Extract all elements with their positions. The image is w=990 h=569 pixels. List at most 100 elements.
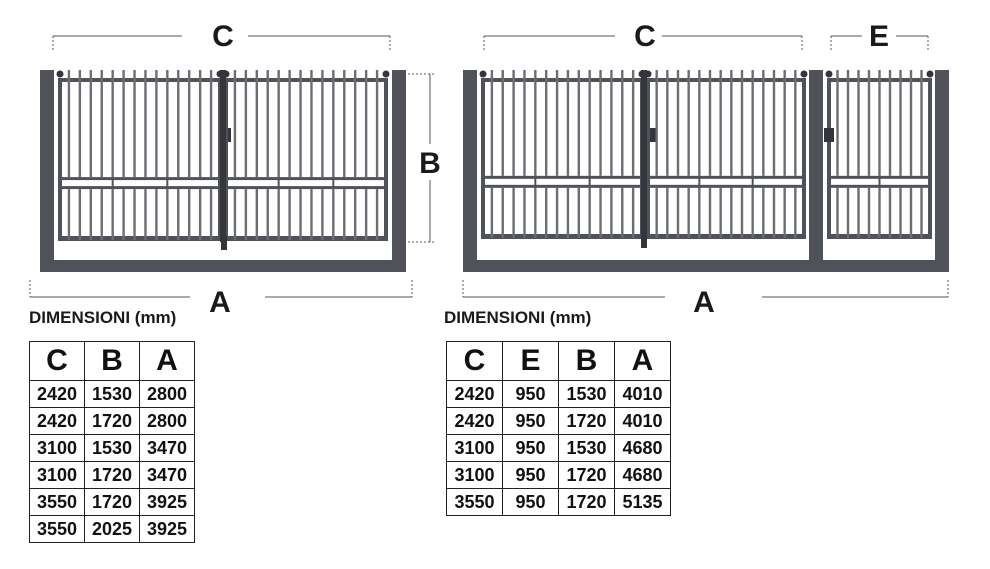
band-divider	[166, 177, 169, 190]
label-b: B	[419, 147, 441, 180]
leaf-stile	[58, 78, 62, 240]
band-divider	[588, 175, 591, 188]
finial	[800, 70, 808, 78]
post-right-gate-left	[463, 70, 477, 272]
leaf-bar	[512, 70, 515, 176]
dimension-a-left: A	[29, 280, 413, 319]
leaf-bar	[762, 187, 765, 238]
leaf-bar	[599, 70, 602, 176]
leaf-stile	[802, 78, 806, 238]
leaf-bar	[277, 189, 280, 240]
table-cell: 3925	[139, 515, 195, 543]
dimension-c-left: C	[52, 20, 391, 53]
leaf-bar	[555, 187, 559, 238]
center-stile	[641, 70, 647, 240]
column-header: A	[614, 341, 671, 381]
leaf-bar	[100, 189, 103, 240]
leaf-bar	[255, 189, 258, 240]
leaf-bar	[122, 70, 125, 178]
leaf-top-rail	[481, 78, 644, 82]
label-a-left: A	[209, 286, 231, 319]
leaf-bar	[144, 189, 147, 240]
leaf-bar	[631, 187, 635, 238]
band-divider	[534, 175, 537, 188]
label-e: E	[869, 20, 889, 53]
table-cell: 950	[502, 407, 559, 435]
finial	[56, 70, 64, 78]
leaf-bar	[501, 70, 504, 176]
leaf-bar	[233, 70, 237, 178]
leaf-bar	[708, 187, 712, 238]
leaf-bar	[332, 70, 335, 178]
leaf-bar	[698, 187, 701, 238]
leaf-bar	[177, 189, 180, 240]
table-cell: 1720	[558, 407, 615, 435]
leaf-bar	[577, 70, 580, 176]
table-title-left: DIMENSIONI (mm)	[29, 308, 177, 327]
leaf-bar	[666, 187, 669, 238]
table-cell: 1530	[84, 434, 140, 462]
leaf-bar	[740, 187, 744, 238]
leaf-bar	[588, 187, 591, 238]
double-gate-diagram: C B A	[29, 20, 441, 319]
leaf-bar	[666, 70, 669, 176]
table-cell: 2420	[446, 407, 503, 435]
table-cell: 3100	[29, 434, 85, 462]
table-cell: 1720	[558, 488, 615, 516]
band-divider	[111, 177, 114, 190]
leaf-top-rail	[58, 78, 222, 82]
table-cell: 3470	[139, 461, 195, 489]
leaf-bar	[490, 70, 494, 176]
table-cell: 4680	[614, 434, 671, 462]
leaf-stile	[827, 78, 831, 238]
ground-rail	[40, 260, 406, 272]
leaf-bar	[288, 189, 291, 240]
leaf-bar	[78, 189, 82, 240]
table-cell: 1530	[558, 434, 615, 462]
leaf-bar	[364, 70, 368, 178]
leaf-bar	[177, 70, 180, 178]
leaf-bar	[255, 70, 258, 178]
leaf-bar	[188, 70, 191, 178]
leaf-bar	[719, 70, 722, 176]
leaf-bar	[244, 70, 248, 178]
leaf-bar	[545, 187, 548, 238]
post-right-gate-right	[935, 70, 949, 272]
dimension-b: B	[408, 73, 441, 243]
leaf-band-rail	[646, 175, 806, 179]
gate-leaf	[824, 70, 934, 239]
leaf-bar	[909, 70, 913, 176]
finial	[926, 70, 934, 78]
leaf-bar	[321, 70, 324, 178]
table-cell: 2025	[84, 515, 140, 543]
leaf-bar	[655, 187, 658, 238]
leaf-bar	[133, 189, 136, 240]
leaf-bottom-rail	[224, 236, 388, 241]
leaf-bar	[166, 70, 169, 178]
leaf-bar	[878, 187, 881, 238]
leaf-band-rail	[646, 184, 806, 188]
leaf-bar	[198, 189, 202, 240]
table-cell: 3100	[446, 434, 503, 462]
leaf-bar	[920, 187, 923, 238]
leaf-bar	[501, 187, 504, 238]
gate-leaf	[221, 70, 390, 250]
leaf-top-rail	[646, 78, 806, 82]
leaf-bar	[299, 189, 302, 240]
gate-diagrams: C B A C	[29, 20, 949, 319]
label-c-left: C	[212, 20, 234, 53]
table-cell: 1720	[558, 461, 615, 489]
leaf-bar	[730, 70, 733, 176]
leaf-bar	[687, 70, 690, 176]
leaf-top-rail	[224, 78, 388, 82]
leaf-bar	[899, 187, 902, 238]
leaf-bar	[266, 189, 269, 240]
finial	[382, 70, 390, 78]
